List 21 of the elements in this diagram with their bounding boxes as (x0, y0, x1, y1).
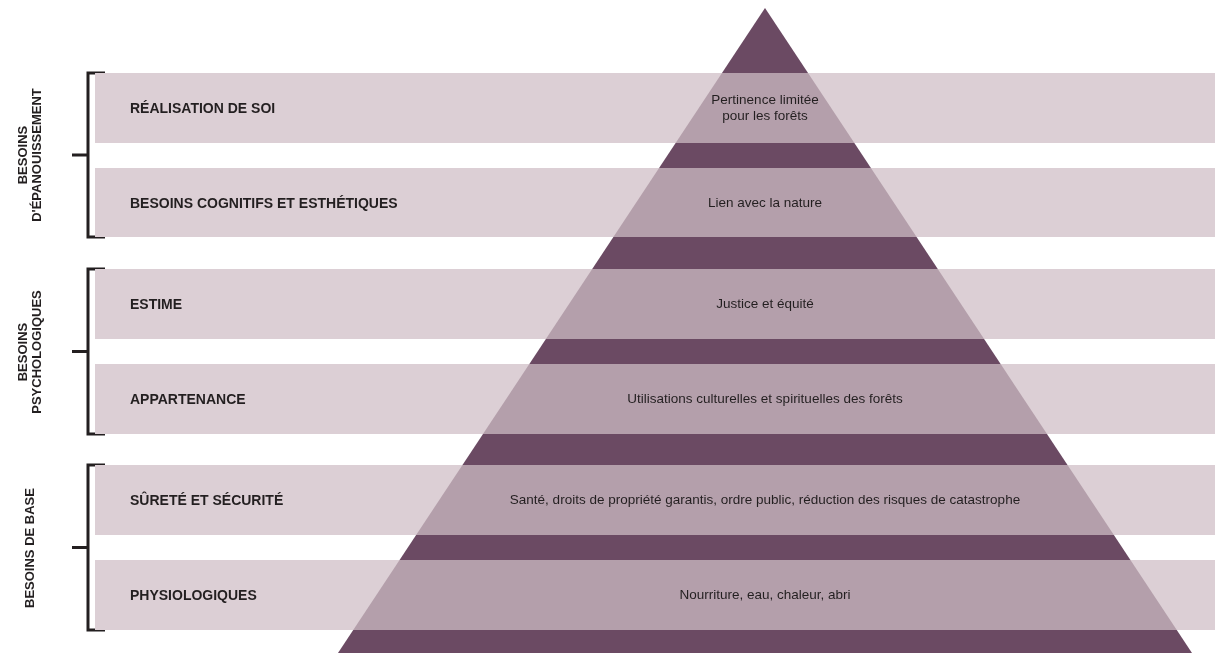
level-name: SÛRETÉ ET SÉCURITÉ (130, 492, 284, 508)
level-description: Santé, droits de propriété garantis, ordre public, réduction des risques de catastrophe (508, 491, 1022, 509)
level-band (95, 168, 1215, 237)
group-label: BESOINS DE BASE (23, 486, 37, 610)
level-name: RÉALISATION DE SOI (130, 100, 276, 116)
level-description: Lien avec la nature (706, 194, 824, 211)
level-name: BESOINS COGNITIFS ET ESTHÉTIQUES (130, 194, 398, 211)
level-description: Nourriture, eau, chaleur, abri (678, 586, 852, 604)
group-label: BESOINS PSYCHOLOGIQUES (16, 288, 44, 416)
level-name: APPARTENANCE (130, 391, 246, 407)
level-band (95, 73, 1215, 143)
level-band (95, 364, 1215, 434)
level-band (95, 269, 1215, 339)
level-band (95, 465, 1215, 535)
level-description: Pertinence limitée pour les forêts (710, 91, 820, 125)
level-band (95, 560, 1215, 630)
level-name: PHYSIOLOGIQUES (130, 587, 257, 603)
level-description: Utilisations culturelles et spirituelles des forêts (626, 390, 904, 408)
group-label: BESOINS D'ÉPANOUISSEMENT (16, 87, 44, 224)
level-name: ESTIME (130, 296, 183, 312)
level-description: Justice et équité (715, 295, 815, 313)
